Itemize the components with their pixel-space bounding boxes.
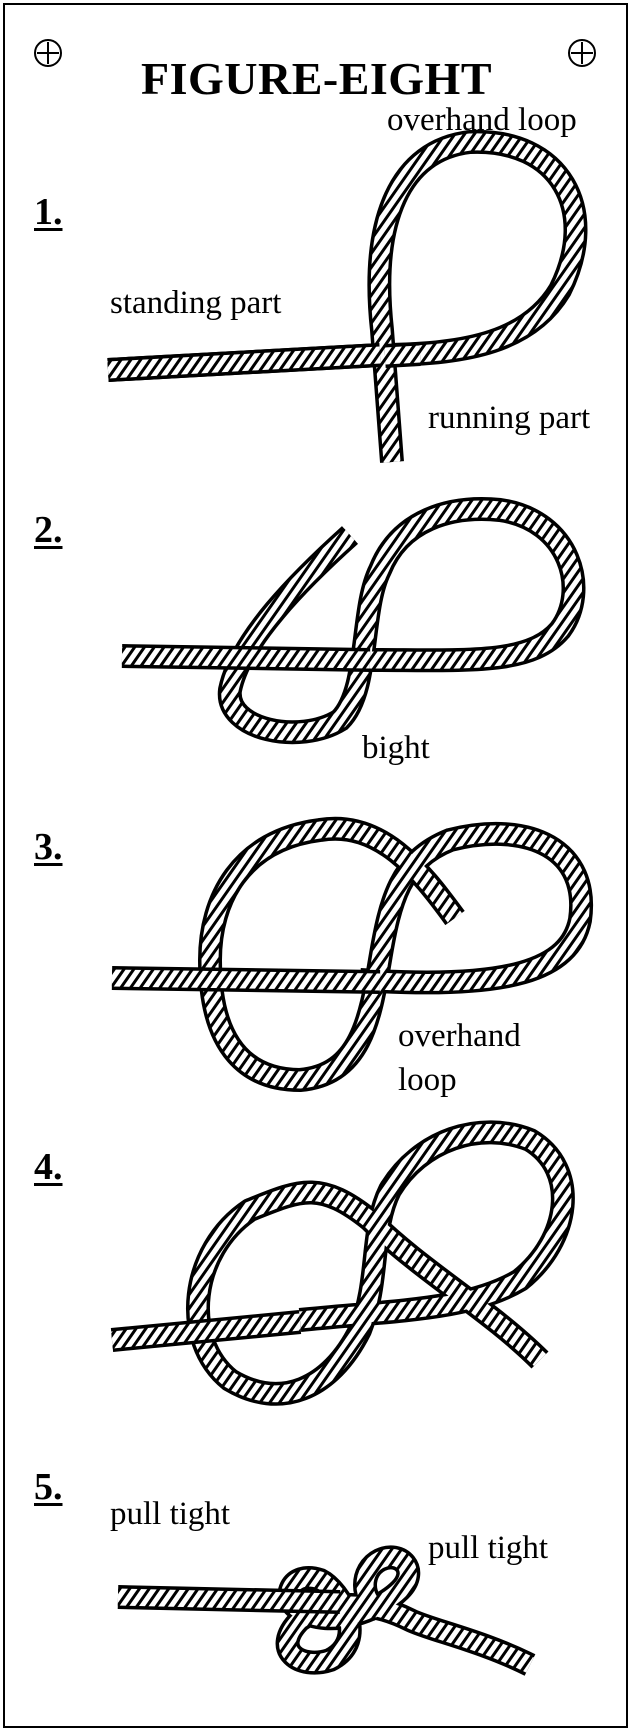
- step-4-rope-diagram: [110, 1120, 575, 1406]
- label-running-part: running part: [428, 400, 591, 436]
- label-loop: loop: [398, 1062, 457, 1098]
- label-pull-tight-left: pull tight: [110, 1496, 231, 1532]
- label-standing-part: standing part: [110, 285, 282, 321]
- punch-hole-icon: [568, 39, 596, 67]
- label-overhand: overhand: [398, 1018, 521, 1054]
- step-number: 3.: [34, 826, 63, 868]
- step-1-rope-diagram: [107, 129, 588, 463]
- page-title: FIGURE-EIGHT: [140, 53, 493, 104]
- step-number: 1.: [34, 191, 63, 233]
- step-3-rope-diagram: [111, 816, 594, 1093]
- step-number: 5.: [34, 1466, 63, 1508]
- step-number: 4.: [34, 1146, 63, 1188]
- step-2-rope-diagram: [121, 497, 586, 745]
- punch-hole-icon: [34, 39, 62, 67]
- instruction-card: [3, 3, 628, 1728]
- step-number: 2.: [34, 509, 63, 551]
- label-pull-tight-right: pull tight: [428, 1530, 549, 1566]
- label-bight: bight: [362, 730, 430, 766]
